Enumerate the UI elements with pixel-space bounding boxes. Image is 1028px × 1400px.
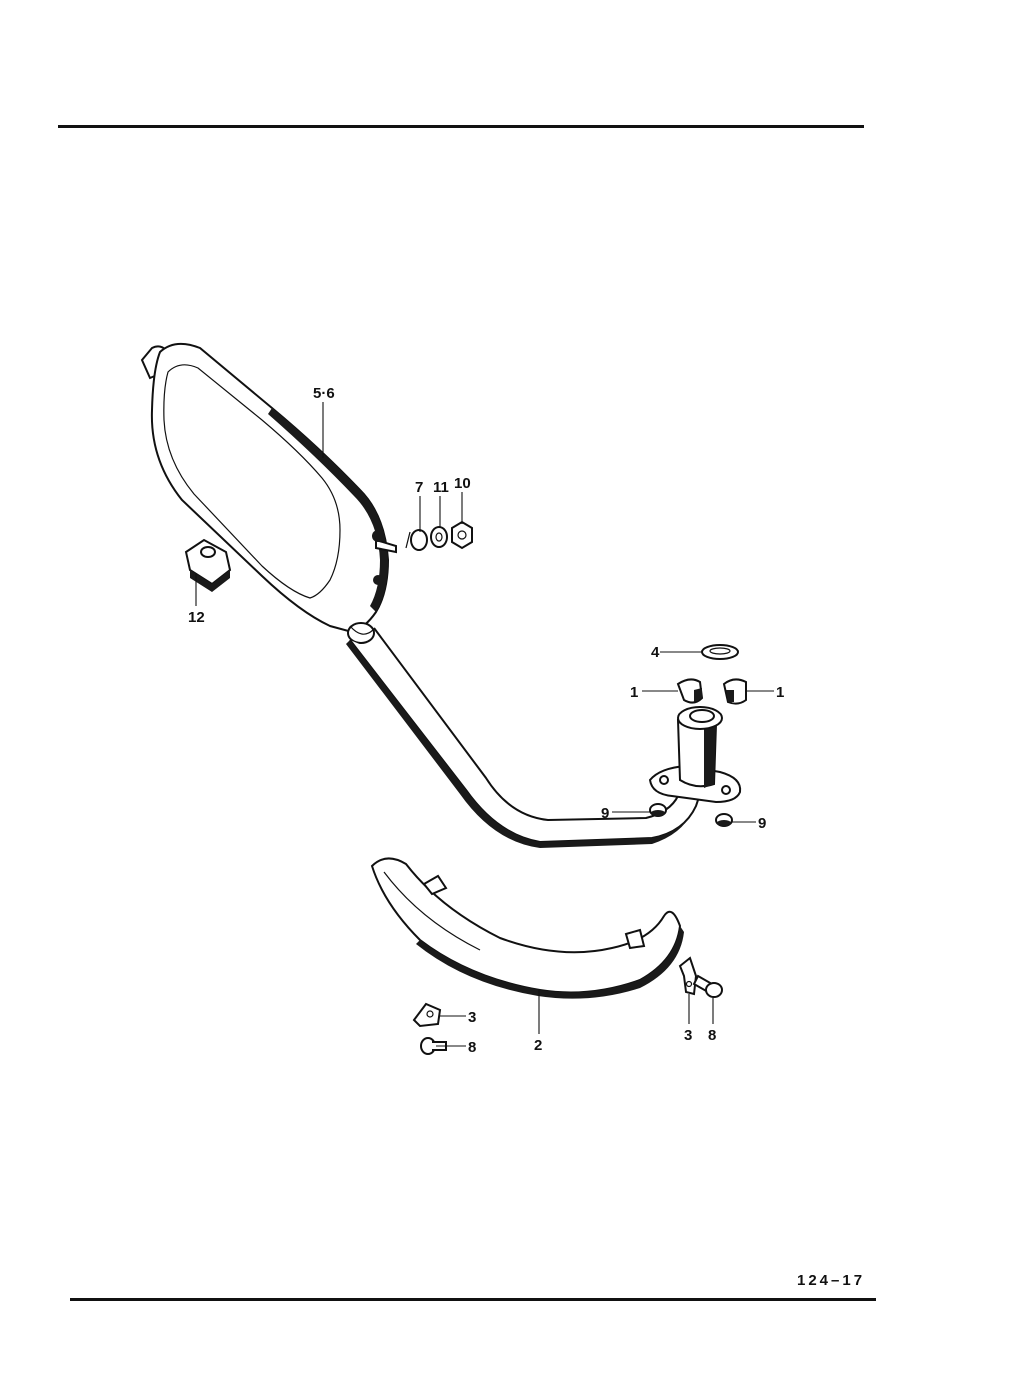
nut-9-left-icon	[649, 803, 667, 817]
muffler-icon	[140, 342, 397, 644]
gasket-icon	[701, 644, 739, 660]
exhaust-pipe-icon	[346, 627, 742, 848]
bottom-rule	[70, 1298, 876, 1301]
bracket-right-icon	[678, 956, 698, 996]
callout-nut-10: 10	[454, 475, 471, 492]
page-number: 124–17	[797, 1272, 866, 1289]
callout-nut-9-right: 9	[758, 815, 766, 832]
callout-cushion-12: 12	[188, 609, 205, 626]
callout-bracket-3-right: 3	[684, 1027, 692, 1044]
nut-9-right-icon	[715, 813, 733, 827]
exhaust-collar-left-icon	[676, 678, 704, 704]
callout-bolt-8-right: 8	[708, 1027, 716, 1044]
callout-washer-7: 7	[415, 479, 423, 496]
callout-washer-11: 11	[433, 479, 449, 496]
spring-washer-icon	[405, 529, 428, 551]
leader-lines	[195, 402, 774, 1047]
callout-nut-9-left: 9	[601, 805, 609, 822]
washer-icon	[430, 526, 448, 548]
bracket-left-icon	[412, 1002, 442, 1028]
nut-10-icon	[451, 520, 473, 550]
rubber-cushion-icon	[184, 538, 232, 592]
callout-muffler: 5·6	[313, 385, 335, 402]
top-rule	[58, 125, 864, 128]
pipe-protector-icon	[370, 857, 684, 999]
callout-bolt-8-left: 8	[468, 1039, 476, 1056]
bolt-right-icon	[692, 974, 723, 998]
callout-collar-1-right: 1	[776, 684, 784, 701]
callout-protector-2: 2	[534, 1037, 542, 1054]
callout-bracket-3-left: 3	[468, 1009, 476, 1026]
callout-collar-1-left: 1	[630, 684, 638, 701]
exhaust-collar-right-icon	[722, 678, 747, 705]
callout-gasket-4: 4	[651, 644, 660, 661]
